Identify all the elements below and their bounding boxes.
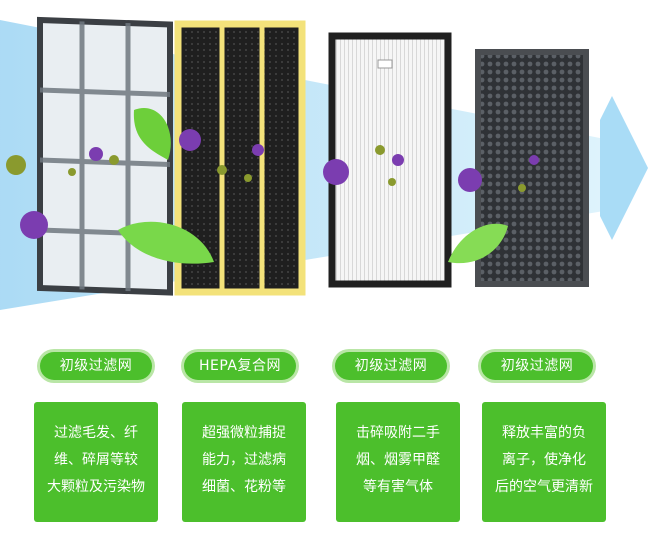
particle-icon (6, 145, 526, 192)
filter-label: HEPA复合网 (184, 352, 296, 380)
virus-icon (20, 129, 539, 239)
desc-line: 过滤毛发、纤 (54, 425, 138, 441)
leaf-icon (133, 108, 171, 160)
filter-label: 初级过滤网 (40, 352, 152, 380)
filter-description: 击碎吸附二手 烟、烟雾甲醛 等有害气体 (336, 402, 460, 522)
desc-line: 烟、烟雾甲醛 (356, 452, 440, 468)
leaf-icon (448, 223, 508, 264)
desc-line: 击碎吸附二手 (356, 425, 440, 441)
desc-line: 维、碎屑等较 (54, 452, 138, 468)
filter-illustration (0, 16, 648, 310)
airflow-arrow-icon (600, 96, 648, 240)
filter-label: 初级过滤网 (481, 352, 593, 380)
desc-line: 释放丰富的负 (502, 425, 586, 441)
leaf-icon (118, 221, 214, 264)
desc-line: 能力，过滤病 (202, 452, 286, 468)
desc-line: 等有害气体 (363, 479, 433, 495)
filter-label: 初级过滤网 (335, 352, 447, 380)
filter-description: 超强微粒捕捉 能力，过滤病 细菌、花粉等 (182, 402, 306, 522)
desc-line: 细菌、花粉等 (202, 479, 286, 495)
desc-line: 大颗粒及污染物 (47, 479, 145, 495)
desc-line: 超强微粒捕捉 (202, 425, 286, 441)
filter-3-pleated (328, 32, 452, 288)
desc-line: 离子，使净化 (502, 452, 586, 468)
filter-description: 释放丰富的负 离子，使净化 后的空气更清新 (482, 402, 606, 522)
desc-line: 后的空气更清新 (495, 479, 593, 495)
filter-description: 过滤毛发、纤 维、碎屑等较 大颗粒及污染物 (34, 402, 158, 522)
